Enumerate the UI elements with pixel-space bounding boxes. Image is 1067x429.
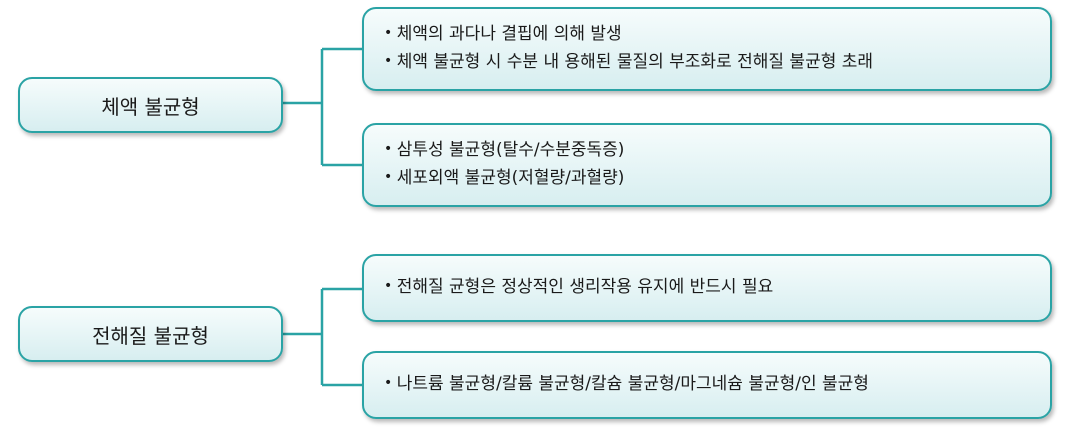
bullet-line: 나트륨 불균형/칼륨 불균형/칼슘 불균형/마그네슘 불균형/인 불균형 — [384, 371, 1050, 399]
bullet-line: 체액의 과다나 결핍에 의해 발생 — [384, 21, 1050, 49]
bullet-line: 전해질 균형은 정상적인 생리작용 유지에 반드시 필요 — [384, 274, 1050, 302]
category-label: 체액 불균형 — [101, 94, 200, 119]
detail-box: 체액의 과다나 결핍에 의해 발생 체액 불균형 시 수분 내 용해된 물질의 … — [362, 7, 1052, 91]
detail-box: 전해질 균형은 정상적인 생리작용 유지에 반드시 필요 — [362, 254, 1052, 322]
connector-group-2 — [283, 287, 362, 387]
category-box-fluid-imbalance: 체액 불균형 — [18, 77, 283, 133]
detail-box: 삼투성 불균형(탈수/수분중독증) 세포외액 불균형(저혈량/과혈량) — [362, 123, 1052, 207]
connector-group-1 — [283, 47, 362, 167]
category-box-electrolyte-imbalance: 전해질 불균형 — [18, 306, 283, 362]
category-label: 전해질 불균형 — [92, 323, 209, 348]
detail-box: 나트륨 불균형/칼륨 불균형/칼슘 불균형/마그네슘 불균형/인 불균형 — [362, 351, 1052, 419]
bullet-line: 삼투성 불균형(탈수/수분중독증) — [384, 137, 1050, 165]
bullet-line: 체액 불균형 시 수분 내 용해된 물질의 부조화로 전해질 불균형 초래 — [384, 49, 1050, 77]
bullet-line: 세포외액 불균형(저혈량/과혈량) — [384, 165, 1050, 193]
